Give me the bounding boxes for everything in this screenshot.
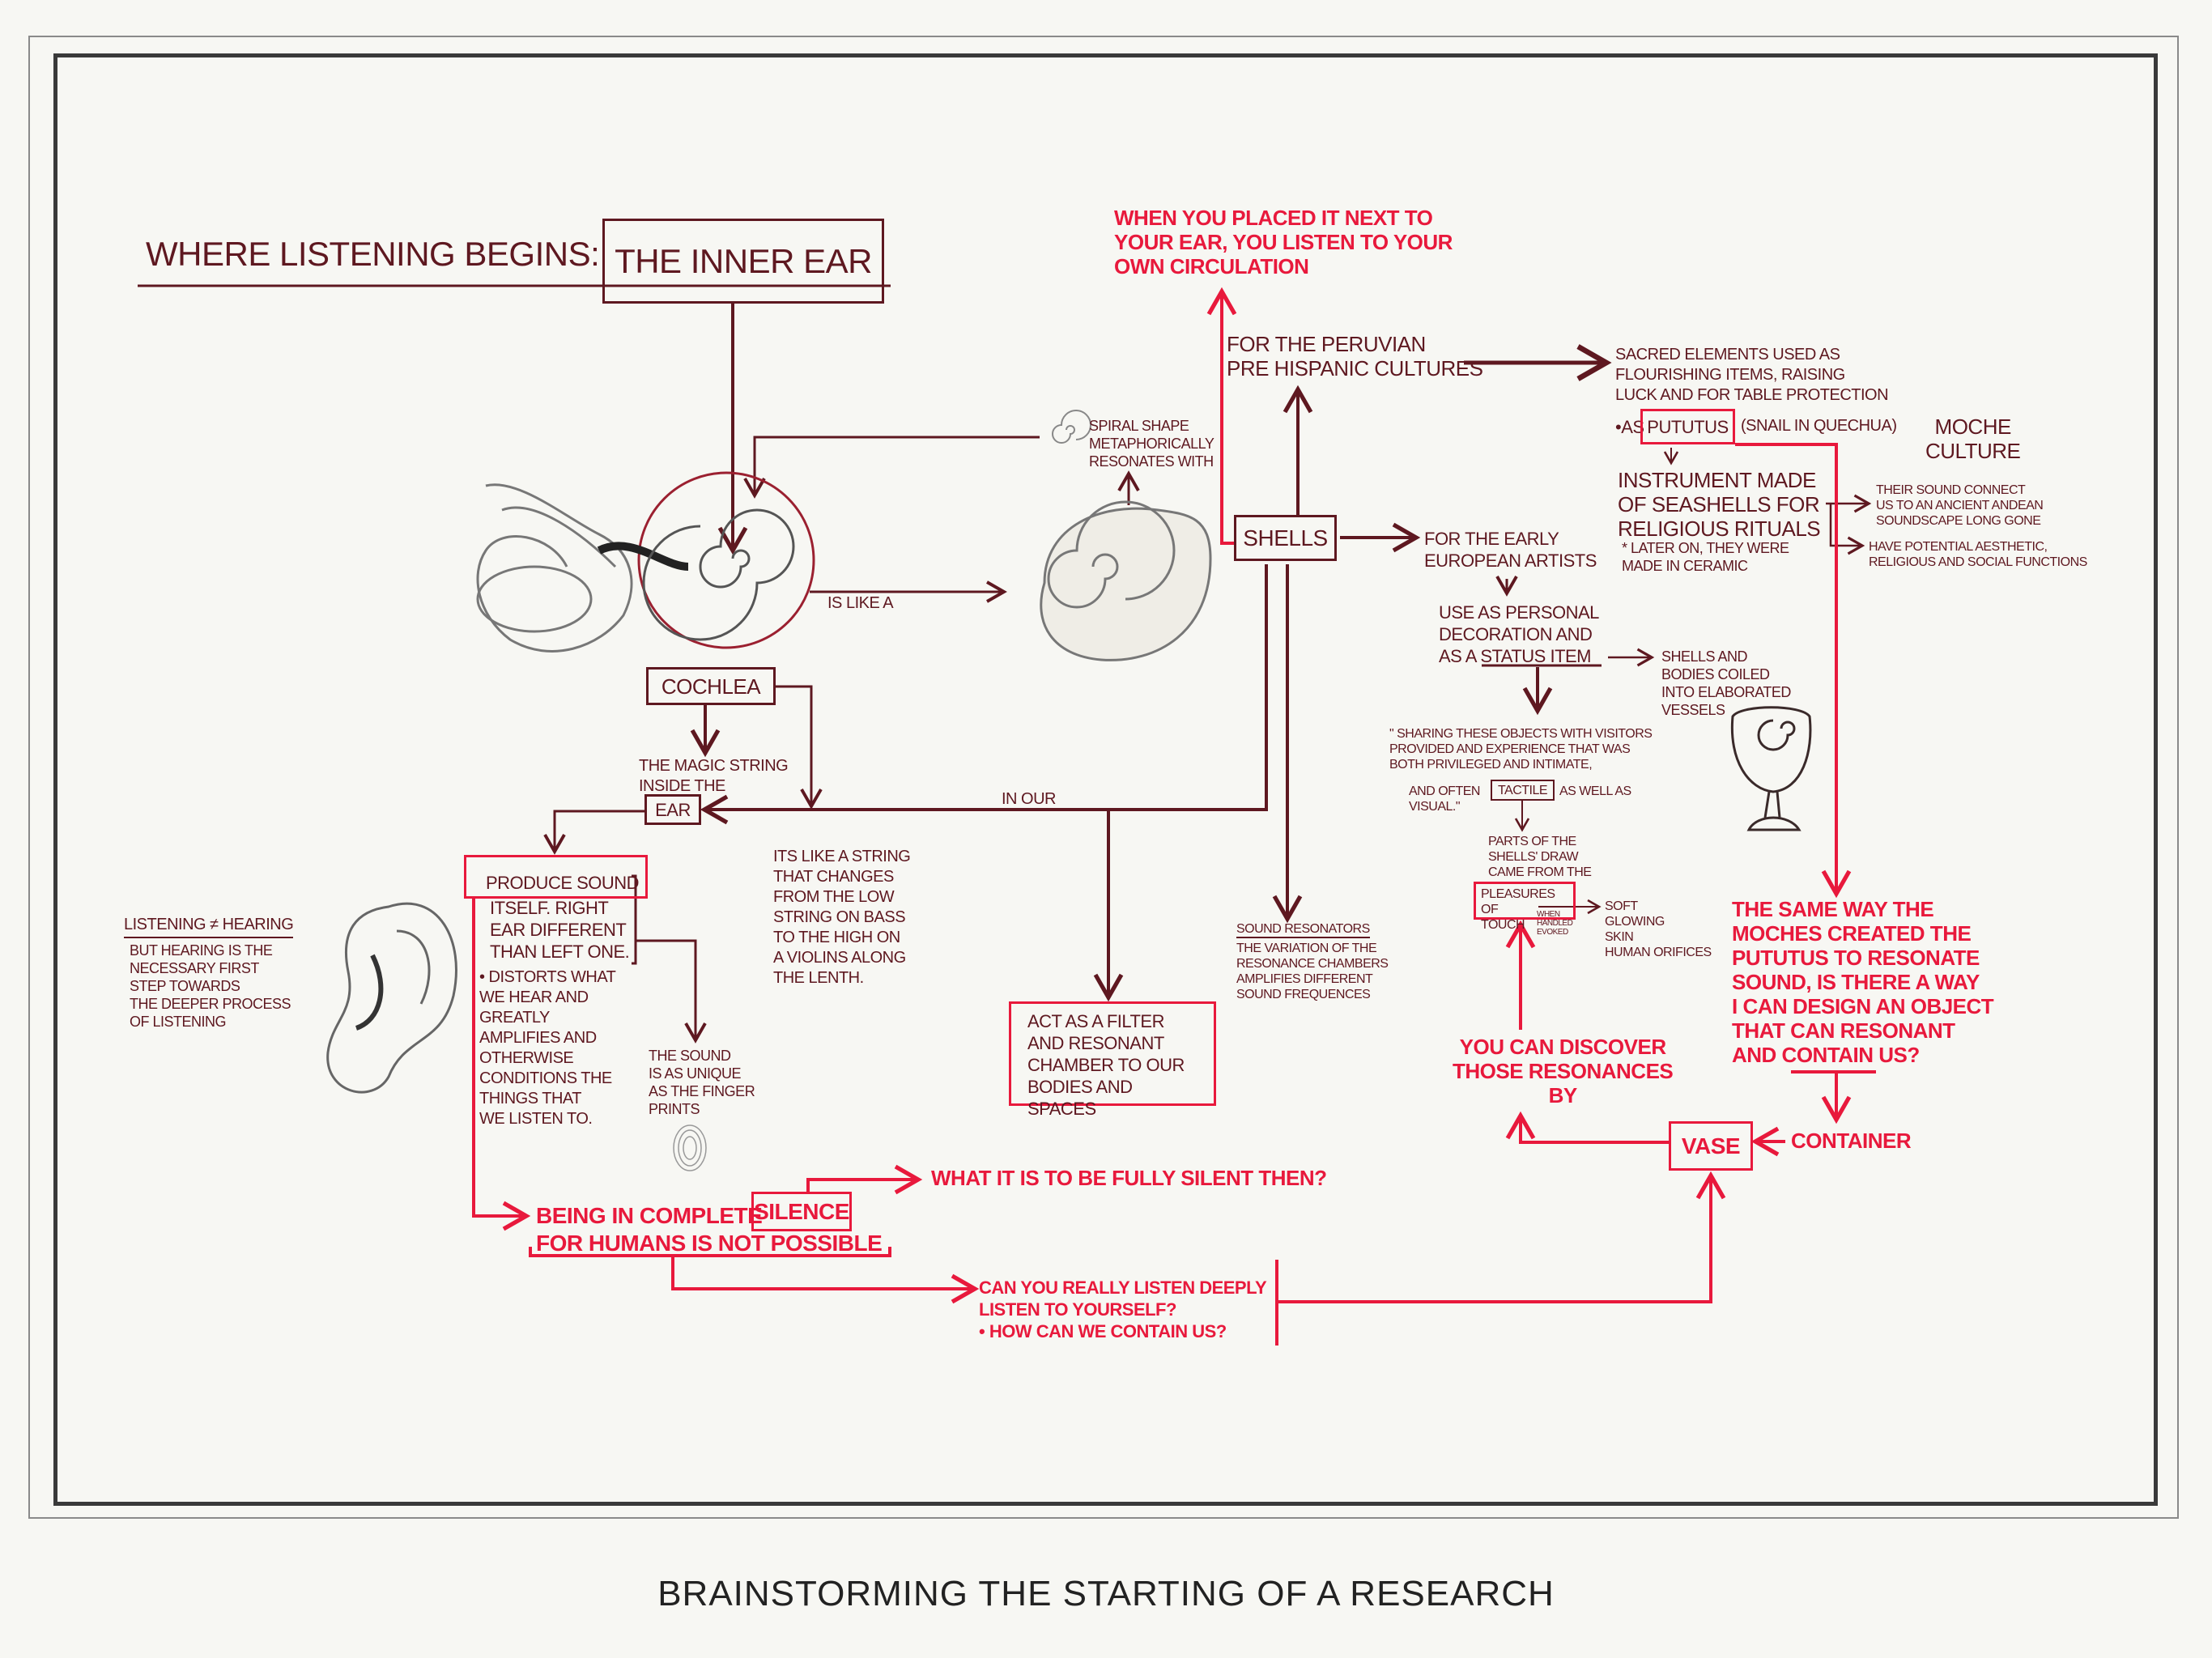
inner-ear-label: THE INNER EAR — [615, 241, 872, 280]
arrow-ear-to-produce — [543, 810, 644, 855]
shells-label: SHELLS — [1243, 525, 1328, 551]
early-european-note: FOR THE EARLY EUROPEAN ARTISTS — [1424, 529, 1597, 571]
silence-line-1: BEING IN COMPLETE — [536, 1203, 763, 1228]
sacred-note: SACRED ELEMENTS USED AS FLOURISHING ITEM… — [1615, 346, 1889, 404]
bracket-silence — [529, 1247, 891, 1257]
human-ear-drawing — [326, 902, 457, 1094]
arrow-to-unique — [636, 939, 707, 1044]
inner-frame — [53, 53, 2158, 1506]
when-handled-note: WHEN HANDLED EVOKED — [1537, 910, 1573, 937]
arrow-pututus-to-same-way — [1735, 443, 1852, 899]
pleasures-of-touch-box: PLEASURES OF TOUCH — [1474, 882, 1576, 932]
when-placed-note: WHEN YOU PLACED IT NEXT TO YOUR EAR, YOU… — [1114, 206, 1453, 278]
listening-heading: LISTENING ≠ HEARING — [124, 915, 294, 938]
use-as-note: USE AS PERSONAL DECORATION AND AS A STAT… — [1439, 602, 1599, 666]
arrow-shells-to-when-placed — [1206, 287, 1237, 545]
page-title: WHERE LISTENING BEGINS: — [146, 235, 600, 273]
arrow-vase-to-discover — [1505, 1111, 1669, 1144]
arrow-silence-to-what — [806, 1164, 923, 1195]
footer-caption: BRAINSTORMING THE STARTING OF A RESEARCH — [657, 1574, 1555, 1613]
inner-ear-box: THE INNER EAR — [602, 219, 884, 304]
inner-ear-drawing — [476, 483, 689, 653]
sound-resonators-title: SOUND RESONATORS — [1236, 921, 1370, 938]
peruvian-note: FOR THE PERUVIAN PRE HISPANIC CULTURES — [1227, 332, 1483, 380]
spiral-icon — [1052, 410, 1091, 444]
shells-box: SHELLS — [1234, 515, 1337, 561]
shell-goblet-drawing — [1730, 706, 1812, 831]
listening-body: BUT HEARING IS THE NECESSARY FIRST STEP … — [130, 942, 291, 1030]
produce-sound-box: PRODUCE SOUND — [464, 855, 648, 899]
spiral-note: SPIRAL SHAPE METAPHORICALLY RESONATES WI… — [1089, 418, 1214, 470]
arrow-silence-to-can-you — [671, 1256, 980, 1304]
fully-silent-question: WHAT IT IS TO BE FULLY SILENT THEN? — [931, 1166, 1327, 1190]
arrow-instrument-branch-2 — [1829, 504, 1865, 555]
sharing-quote: " SHARING THESE OBJECTS WITH VISITORS PR… — [1389, 727, 1653, 772]
as-prefix: •AS — [1615, 417, 1644, 437]
cochlea-label: COCHLEA — [661, 674, 761, 699]
pututus-label: PUTUTUS — [1647, 416, 1729, 437]
magic-string-note: THE MAGIC STRING INSIDE THE — [639, 757, 789, 795]
arrow-can-you-to-vase — [1277, 1171, 1726, 1303]
cochlea-spiral-drawing — [642, 508, 795, 641]
vase-box: VASE — [1669, 1121, 1753, 1171]
act-as-box: ACT AS A FILTER AND RESONANT CHAMBER TO … — [1009, 1001, 1216, 1119]
string-note: ITS LIKE A STRING THAT CHANGES FROM THE … — [773, 848, 911, 987]
ancient-soundscape-note: THEIR SOUND CONNECT US TO AN ANCIENT AND… — [1876, 483, 2044, 528]
inner-ear-highlight-circle — [637, 471, 815, 649]
silence-line-2: FOR HUMANS IS NOT POSSIBLE — [536, 1231, 883, 1256]
pleasures-of-touch-label: PLEASURES OF TOUCH — [1481, 887, 1555, 932]
outer-frame — [28, 36, 2179, 1519]
moche-culture-label: MOCHE CULTURE — [1925, 414, 2021, 463]
pututus-box: PUTUTUS — [1640, 409, 1735, 444]
cochlea-box: COCHLEA — [646, 667, 776, 705]
vase-label: VASE — [1681, 1133, 1741, 1158]
arrow-cochlea-to-string — [776, 685, 823, 810]
coiled-vessels-note: SHELLS AND BODIES COILED INTO ELABORATED… — [1661, 648, 1791, 718]
parts-of-shells-note: PARTS OF THE SHELLS' DRAW CAME FROM THE — [1488, 835, 1592, 879]
sharing-quote-often: AND OFTEN — [1409, 784, 1480, 798]
produce-sound-detail: ITSELF. RIGHT EAR DIFFERENT THAN LEFT ON… — [490, 898, 630, 962]
sound-resonators-body: THE VARIATION OF THE RESONANCE CHAMBERS … — [1236, 942, 1389, 1001]
silence-label: SILENCE — [754, 1199, 849, 1224]
ceramic-note: * LATER ON, THEY WERE MADE IN CERAMIC — [1622, 540, 1789, 574]
unique-sound-note: THE SOUND IS AS UNIQUE AS THE FINGER PRI… — [649, 1048, 755, 1117]
bracket-produce — [632, 874, 637, 965]
instrument-note: INSTRUMENT MADE OF SEASHELLS FOR RELIGIO… — [1618, 468, 1821, 541]
ear-box: EAR — [644, 794, 701, 825]
produce-sound-label: PRODUCE SOUND — [486, 873, 640, 893]
snail-note: (SNAIL IN QUECHUA) — [1741, 417, 1897, 435]
in-our-label: IN OUR — [1002, 790, 1057, 808]
line-shells-to-ear — [700, 564, 1268, 825]
nautilus-shell-drawing — [1040, 500, 1212, 661]
silence-box: SILENCE — [751, 1192, 852, 1231]
is-like-label: IS LIKE A — [827, 594, 894, 612]
container-label: CONTAINER — [1791, 1129, 1912, 1153]
tactile-label: TACTILE — [1497, 783, 1548, 797]
sharing-quote-visual: VISUAL." — [1409, 800, 1461, 814]
tactile-box: TACTILE — [1491, 780, 1555, 801]
distorts-note: • DISTORTS WHAT WE HEAR AND GREATLY AMPL… — [479, 968, 616, 1128]
discover-resonances-note: YOU CAN DISCOVER THOSE RESONANCES BY — [1453, 1035, 1674, 1107]
arrow-spiral-to-cochlea — [743, 436, 1040, 499]
listen-deeply-question: CAN YOU REALLY LISTEN DEEPLY LISTEN TO Y… — [979, 1278, 1267, 1341]
fingerprint-icon — [673, 1124, 707, 1171]
soft-skin-note: SOFT GLOWING SKIN HUMAN ORIFICES — [1605, 899, 1712, 959]
sharing-quote-as-well: AS WELL AS — [1559, 784, 1631, 798]
arrow-produce-to-silence — [472, 899, 531, 1231]
act-as-text: ACT AS A FILTER AND RESONANT CHAMBER TO … — [1027, 1011, 1185, 1119]
ear-label: EAR — [655, 799, 691, 820]
same-way-question: THE SAME WAY THE MOCHES CREATED THE PUTU… — [1732, 897, 1994, 1067]
potential-functions-note: HAVE POTENTIAL AESTHETIC, RELIGIOUS AND … — [1869, 540, 2087, 569]
